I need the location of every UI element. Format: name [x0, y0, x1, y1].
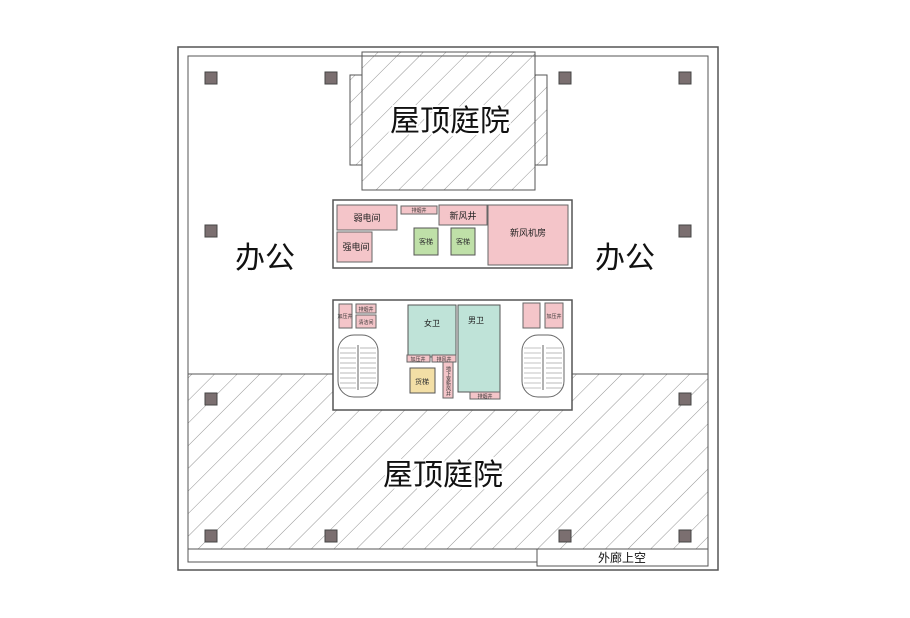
office-right-label: 办公 — [595, 241, 655, 276]
pressure-shaft-small-label: 加压井 — [410, 356, 425, 363]
fresh-air-machine-label: 新风机房 — [510, 227, 546, 239]
room-weak-electric — [336, 204, 398, 231]
elevator-1 — [413, 227, 439, 256]
column — [324, 529, 338, 543]
column — [678, 71, 692, 85]
room-pressure-shaft-right-a — [522, 302, 541, 329]
column — [678, 529, 692, 543]
corridor-void — [536, 548, 709, 567]
courtyard-top-side-left — [349, 74, 363, 166]
column — [204, 71, 218, 85]
stair-left — [337, 334, 379, 398]
column — [204, 224, 218, 238]
freight-elevator-label: 货梯 — [415, 377, 429, 386]
fresh-air-shaft-label: 新风井 — [449, 210, 476, 222]
office-left-label: 办公 — [235, 241, 295, 276]
courtyard-top-side-right — [534, 74, 548, 166]
cleaning-room-label: 清洁间 — [358, 319, 373, 326]
room-fresh-air-machine — [487, 204, 569, 266]
elevator-2 — [450, 227, 476, 256]
column — [678, 392, 692, 406]
room-pressure-shaft-left — [338, 303, 353, 329]
room-smoke-shaft-right — [469, 391, 501, 400]
smoke-shaft-label: 排烟井 — [411, 207, 426, 214]
mens-toilet-label: 男卫 — [468, 316, 484, 325]
column — [678, 224, 692, 238]
courtyard-top-area — [361, 51, 536, 191]
column — [204, 392, 218, 406]
room-strong-electric — [336, 231, 373, 263]
corridor-void-label: 外廊上空 — [598, 550, 646, 565]
basement-fresh-air-shaft-label: 地下室新风井 — [445, 365, 451, 397]
courtyard-top-label: 屋顶庭院 — [390, 104, 510, 139]
room-cleaning — [355, 314, 377, 329]
room-smoke-shaft-left — [355, 303, 377, 314]
room-basement-fresh-air-shaft — [442, 361, 454, 399]
strong-electric-label: 强电间 — [342, 241, 369, 253]
room-womens-toilet — [407, 304, 457, 358]
pressure-shaft-right-label: 加压井 — [546, 313, 561, 320]
womens-toilet-label: 女卫 — [424, 318, 440, 328]
weak-electric-label: 弱电间 — [353, 212, 380, 224]
room-pressure-shaft-small — [406, 354, 431, 363]
elevator-1-label: 客梯 — [419, 237, 433, 246]
freight-elevator — [409, 367, 436, 394]
smoke-shaft-left-label: 排烟井 — [358, 306, 373, 313]
column — [204, 529, 218, 543]
column — [558, 71, 572, 85]
column — [558, 529, 572, 543]
courtyard-bottom-label: 屋顶庭院 — [383, 458, 503, 493]
room-fresh-air-shaft — [438, 204, 488, 226]
elevator-2-label: 客梯 — [456, 237, 470, 246]
smoke-shaft-right-label: 排烟井 — [477, 393, 492, 400]
stair-right — [521, 334, 565, 398]
exhaust-shaft-label: 排风井 — [436, 356, 451, 363]
column — [324, 71, 338, 85]
pressure-shaft-left-label: 加压井 — [337, 313, 352, 320]
room-smoke-shaft — [400, 205, 438, 215]
room-pressure-shaft-right — [544, 302, 564, 329]
